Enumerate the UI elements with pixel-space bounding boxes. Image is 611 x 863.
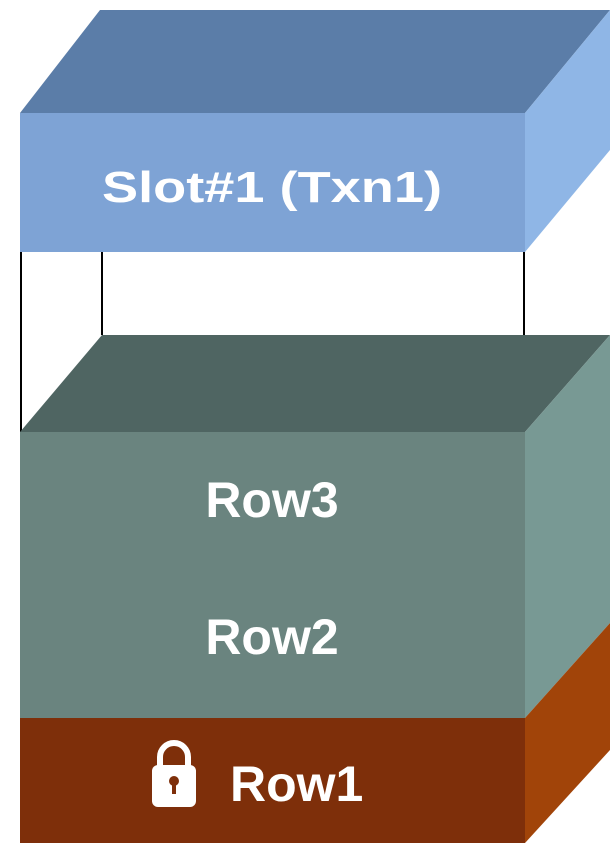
row1-front-face	[20, 718, 525, 843]
row-stack-front-face	[20, 432, 525, 718]
slot-label: Slot#1 (Txn1)	[102, 163, 442, 212]
slot-block-side-face	[525, 10, 610, 252]
row2-label: Row2	[205, 609, 338, 665]
row1-block: Row1	[20, 623, 610, 843]
row3-label: Row3	[205, 472, 338, 528]
slot-block-top-face	[20, 10, 610, 113]
row1-side-face	[525, 623, 610, 843]
row-stack-block: Row3 Row2	[20, 335, 610, 718]
row-stack-top-face	[20, 335, 610, 432]
slot-block-front-face	[20, 113, 525, 252]
row-stack-side-face	[525, 335, 610, 718]
lock-icon	[152, 740, 196, 807]
connector-lines	[20, 252, 525, 432]
row1-label: Row1	[230, 756, 363, 812]
slot-block: Slot#1 (Txn1)	[20, 10, 610, 252]
